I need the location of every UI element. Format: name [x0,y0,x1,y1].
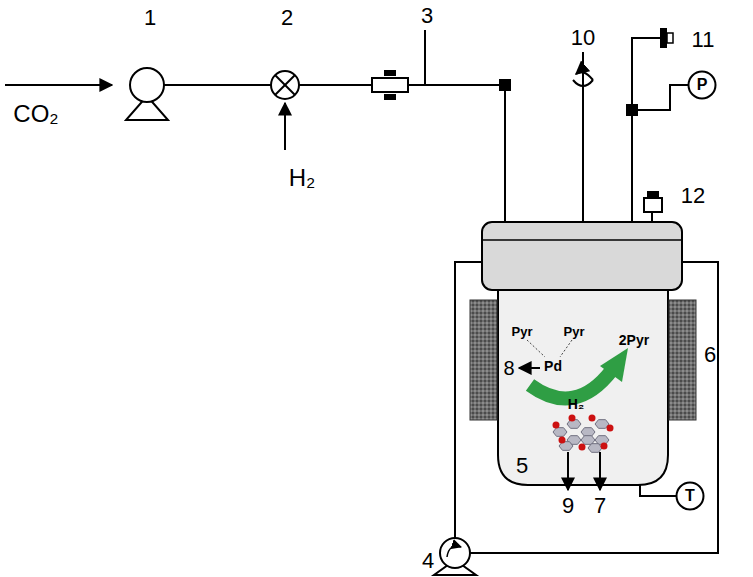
callout-number: 10 [571,27,595,49]
stream-label: CO₂ [13,102,58,126]
thermocouple-line [640,485,676,496]
pipe [504,91,506,222]
water-bath [455,262,718,553]
pipe-fitting [626,104,638,116]
pipe [164,84,505,86]
callout-number: 1 [144,7,156,29]
callout-number: 7 [594,495,606,517]
callout-number: 5 [516,455,528,477]
stirrer-shaft [573,52,593,222]
ligand-label: Pyr [564,325,585,338]
callout-number: 4 [422,550,434,572]
pump-symbol [126,68,168,120]
temperature-sensor: T [675,481,705,511]
leader-arrow [599,452,601,490]
reactor-vessel [498,290,668,485]
h2-feed-arrow [284,103,286,150]
vent-valve [632,28,673,222]
callout-number: 6 [704,344,716,366]
reactor-lid [482,239,682,241]
callout-number: 11 [692,29,715,51]
pressure-gauge: P [687,70,717,100]
reagent-label: H₂ [568,397,584,411]
feed-arrow [5,84,112,86]
coordination-bond [560,340,572,357]
metal-label: Pd [544,359,562,373]
reaction-arrow [530,348,628,398]
callout-number: 8 [503,358,514,378]
leader-arrow [519,367,540,369]
callout-number: 2 [281,7,293,29]
callout-number: 9 [562,495,574,517]
gauge-letter: T [675,481,705,511]
ligand-label: 2Pyr [619,333,649,347]
circulation-pump [434,538,476,575]
heating-jacket [669,300,696,420]
pipe-fitting [499,79,511,91]
reactor-lid [482,222,682,290]
leader-arrow [567,452,569,490]
callout-number: 3 [421,5,433,27]
coordination-bond [527,340,545,357]
heating-jacket [470,300,497,420]
inlet-valve [372,30,425,100]
stream-label: H₂ [289,166,316,190]
catalyst-support [553,415,614,453]
ligand-label: Pyr [512,325,533,338]
mixing-valve [271,71,299,99]
gauge-line [638,85,688,110]
gauge-letter: P [687,70,717,100]
callout-number: 12 [681,185,705,207]
sampling-valve [644,191,662,222]
